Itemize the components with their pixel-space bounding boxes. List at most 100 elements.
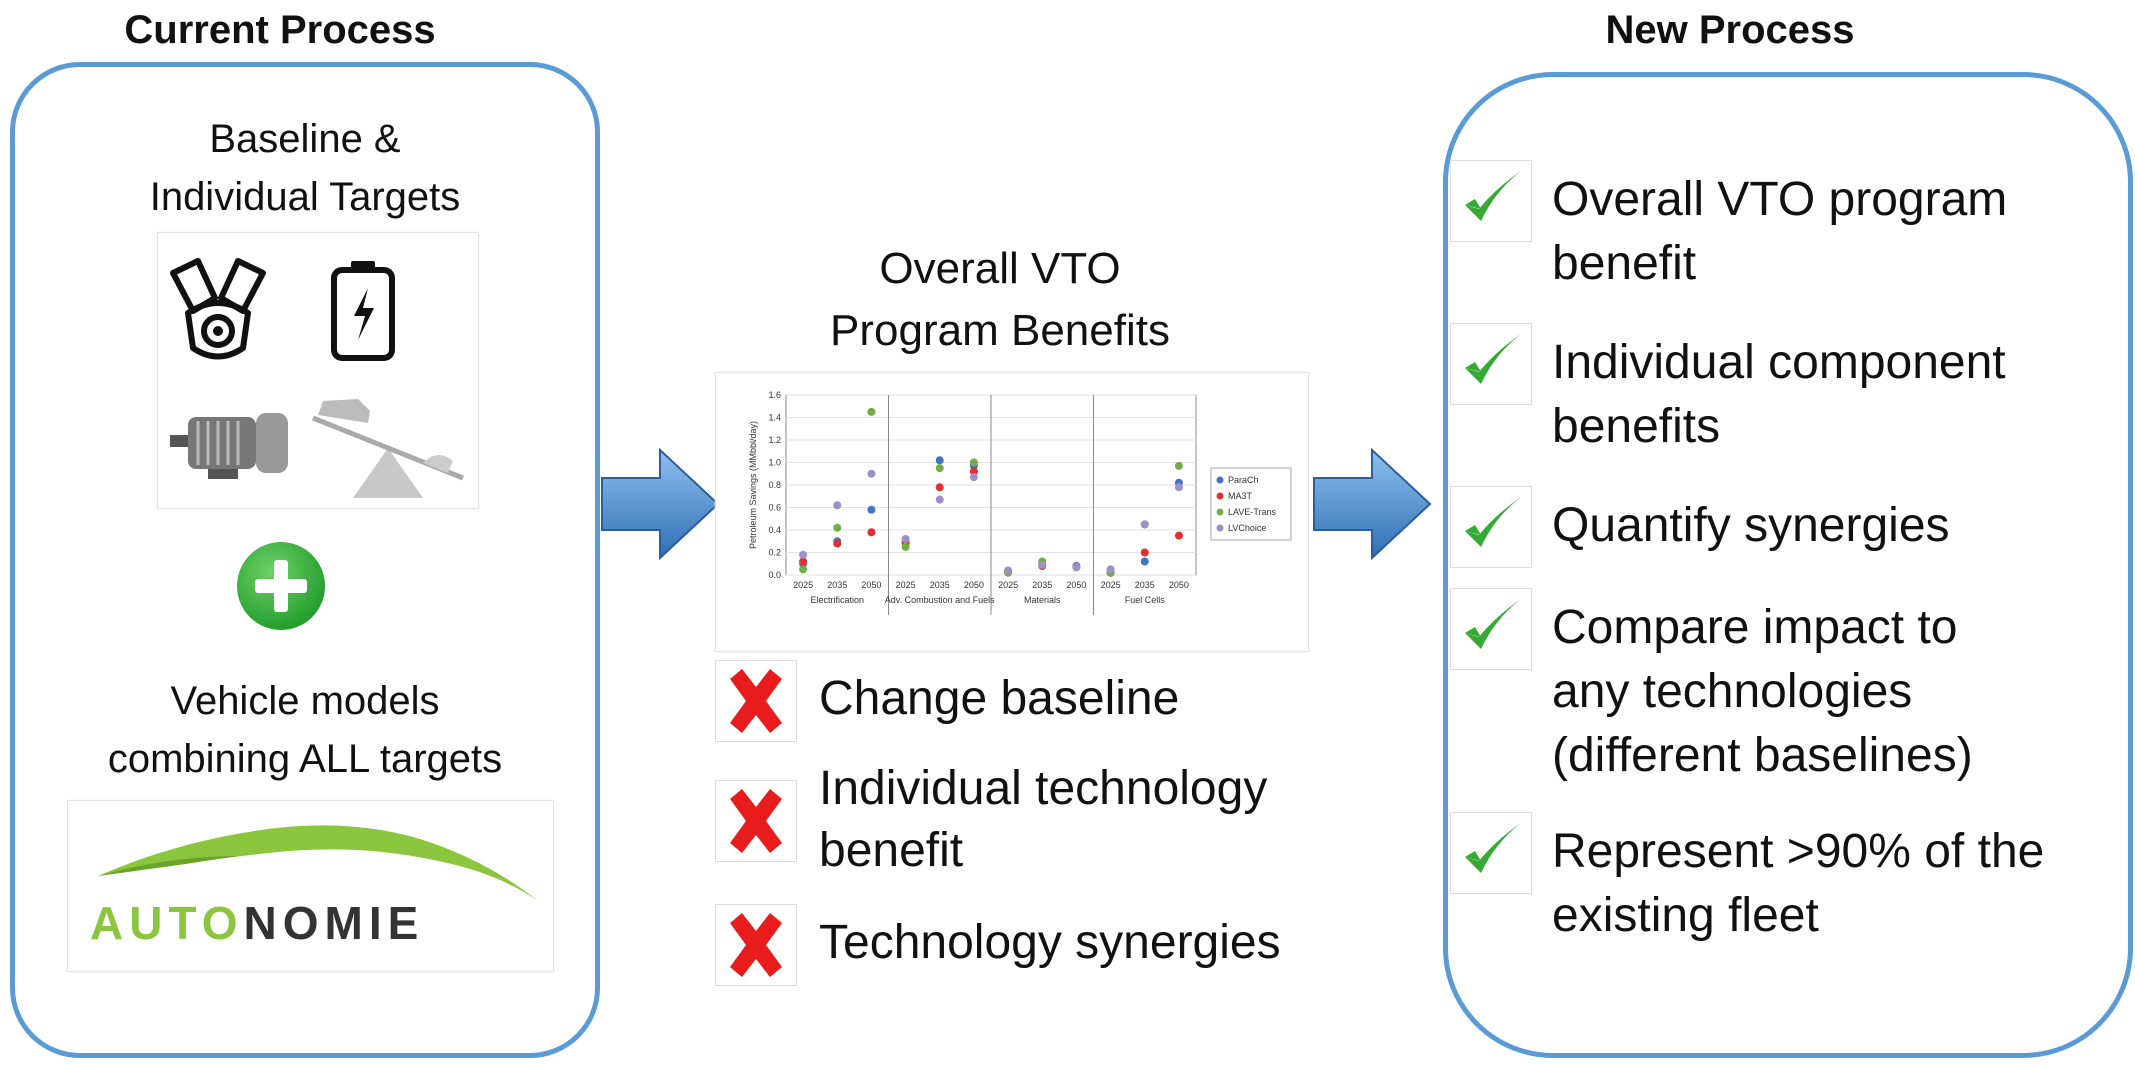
chart-x-tick: 2025	[793, 580, 813, 590]
benefit-3-line-1: Quantify synergies	[1552, 499, 1950, 552]
chart-point	[935, 495, 944, 504]
chart-point	[1140, 557, 1149, 566]
lightweight-materials-icon	[312, 399, 464, 498]
engine-icon	[170, 258, 266, 360]
battery-icon	[331, 261, 395, 361]
check-icon-5	[1450, 812, 1532, 894]
chart-point	[1174, 531, 1183, 540]
current-process-title: Current Process	[124, 8, 436, 52]
chart-point	[867, 505, 876, 514]
chart-legend-marker	[1216, 492, 1224, 500]
benefit-text-1: Overall VTO program benefit	[1552, 168, 2092, 296]
benefit-text-2: Individual component benefits	[1552, 331, 2092, 459]
overall-vto-line-2: Program Benefits	[830, 306, 1170, 355]
chart-point	[799, 557, 808, 566]
chart-legend-marker	[1216, 508, 1224, 516]
overall-vto-line-1: Overall VTO	[879, 244, 1121, 293]
drawbacks-list: Change baseline Individual technology be…	[715, 660, 1355, 986]
chart-point	[833, 501, 842, 510]
drawback-1-line-1: Change baseline	[819, 672, 1180, 725]
chart-y-tick: 0.2	[768, 548, 781, 558]
benefit-5-line-1: Represent >90% of the	[1552, 825, 2045, 878]
benefit-item-4: Compare impact to any technologies (diff…	[1450, 588, 2130, 788]
drawback-3-line-1: Technology synergies	[819, 916, 1281, 969]
autonomie-logo: AUTONOMIE	[67, 800, 554, 972]
technology-icons-box	[157, 232, 479, 509]
chart-x-tick: 2050	[861, 580, 881, 590]
chart-point	[935, 483, 944, 492]
logo-text: AUTONOMIE	[90, 896, 424, 950]
chart-legend-label: LVChoice	[1228, 523, 1266, 533]
chart-y-tick: 1.2	[768, 435, 781, 445]
benefit-text-5: Represent >90% of the existing fleet	[1552, 820, 2092, 948]
overall-vto-title: Overall VTO Program Benefits	[700, 238, 1300, 362]
drawback-item-2: Individual technology benefit	[715, 762, 1355, 882]
chart-y-tick: 0.0	[768, 570, 781, 580]
drawback-item-3: Technology synergies	[715, 904, 1355, 986]
chart-legend-marker	[1216, 476, 1224, 484]
chart-point	[1106, 565, 1115, 574]
benefit-2-line-1: Individual component	[1552, 336, 2006, 389]
chart-point	[799, 550, 808, 559]
chart-x-tick: 2050	[1169, 580, 1189, 590]
logo-swoosh	[98, 825, 538, 901]
chart-legend-label: ParaCh	[1228, 475, 1259, 485]
chart-group-label: Fuel Cells	[1125, 595, 1166, 605]
chart-x-tick: 2035	[1032, 580, 1052, 590]
chart-point	[867, 528, 876, 537]
chart-legend-label: LAVE-Trans	[1228, 507, 1277, 517]
chart-y-label: Petroleum Savings (MMbbl/day)	[748, 421, 758, 549]
benefit-1-line-1: Overall VTO program	[1552, 173, 2008, 226]
chart-point	[1140, 548, 1149, 557]
baseline-line-1: Baseline &	[209, 117, 401, 161]
chart-x-tick: 2035	[1135, 580, 1155, 590]
chart-point	[969, 467, 978, 476]
chart-legend	[1210, 467, 1292, 541]
chart-point	[1140, 520, 1149, 529]
drawback-text-1: Change baseline	[819, 668, 1179, 730]
benefit-item-1: Overall VTO program benefit	[1450, 160, 2130, 296]
benefit-text-3: Quantify synergies	[1552, 494, 2092, 558]
vehicle-line-1: Vehicle models	[170, 679, 440, 723]
check-icon-3	[1450, 486, 1532, 568]
chart-y-tick: 0.8	[768, 480, 781, 490]
chart-y-tick: 1.6	[768, 390, 781, 400]
chart-point	[969, 473, 978, 482]
chart-point	[1174, 483, 1183, 492]
chart-group-label: Electrification	[810, 595, 864, 605]
baseline-label: Baseline & Individual Targets	[10, 110, 600, 226]
chart-y-tick: 0.4	[768, 525, 781, 535]
electric-motor-icon	[170, 413, 288, 479]
cross-icon	[715, 660, 797, 742]
chart-point	[833, 539, 842, 548]
cross-icon-2	[715, 780, 797, 862]
benefit-4-line-2: any technologies	[1552, 665, 1913, 718]
benefit-2-line-2: benefits	[1552, 400, 1721, 453]
check-icon-4	[1450, 588, 1532, 670]
benefit-item-3: Quantify synergies	[1450, 486, 2130, 568]
benefits-list: Overall VTO program benefit Individual c…	[1450, 160, 2130, 948]
benefit-item-2: Individual component benefits	[1450, 323, 2130, 459]
chart-y-tick: 1.4	[768, 413, 781, 423]
chart-point	[901, 535, 910, 543]
chart-x-tick: 2025	[896, 580, 916, 590]
chart-y-tick: 1.0	[768, 458, 781, 468]
chart-point	[935, 456, 944, 465]
benefit-4-line-1: Compare impact to	[1552, 601, 1958, 654]
vehicle-models-label: Vehicle models combining ALL targets	[10, 672, 600, 788]
chart-x-tick: 2035	[930, 580, 950, 590]
chart-x-tick: 2035	[827, 580, 847, 590]
cross-icon-3	[715, 904, 797, 986]
logo-text-nomie: NOMIE	[243, 897, 425, 949]
chart-group-label: Materials	[1024, 595, 1061, 605]
chart-x-tick: 2025	[998, 580, 1018, 590]
chart-point	[935, 464, 944, 473]
drawback-2-line-1: Individual technology	[819, 762, 1268, 815]
chart-x-tick: 2050	[1066, 580, 1086, 590]
arrow-icon-2	[1313, 448, 1432, 560]
chart-point	[867, 407, 876, 416]
chart-legend-label: MA3T	[1228, 491, 1253, 501]
drawback-item-1: Change baseline	[715, 660, 1355, 742]
